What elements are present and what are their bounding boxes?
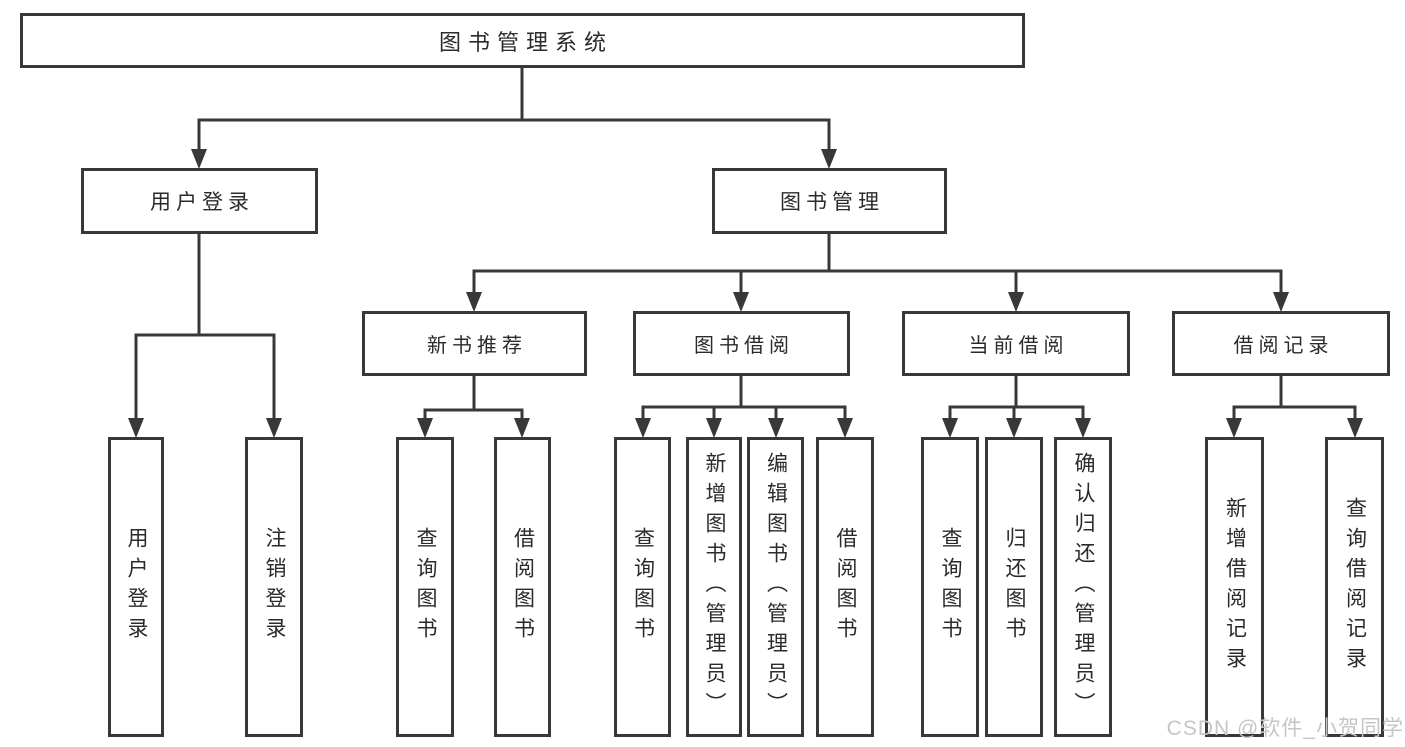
leaf-edit-book-admin: 编辑图书（管理员） <box>747 437 804 737</box>
node-label: 图书管理 <box>780 191 884 214</box>
node-label: 查询借阅记录 <box>1343 497 1367 677</box>
node-book-management: 图书管理 <box>712 168 947 234</box>
node-label: 新增借阅记录 <box>1223 497 1247 677</box>
node-label: 归还图书 <box>1003 527 1026 647</box>
node-label: 用户登录 <box>125 527 148 647</box>
node-user-login: 用户登录 <box>81 168 318 234</box>
leaf-confirm-return-admin: 确认归还（管理员） <box>1054 437 1112 737</box>
node-label: 当前借阅 <box>968 335 1069 357</box>
leaf-query-books-current: 查询图书 <box>921 437 979 737</box>
node-library-management-system: 图书管理系统 <box>20 13 1025 68</box>
node-label: 图书借阅 <box>694 335 794 357</box>
node-label: 查询图书 <box>414 527 437 647</box>
leaf-logout: 注销登录 <box>245 437 303 737</box>
node-label: 确认归还（管理员） <box>1072 452 1095 722</box>
node-label: 借阅记录 <box>1233 335 1334 357</box>
arrowhead-icons <box>128 149 1363 438</box>
leaf-borrow-books-borrowing: 借阅图书 <box>816 437 874 737</box>
node-label: 注销登录 <box>263 527 286 647</box>
node-label: 新增图书（管理员） <box>703 452 726 722</box>
node-label: 查询图书 <box>631 527 655 647</box>
leaf-query-borrow-record: 查询借阅记录 <box>1325 437 1384 737</box>
node-label: 编辑图书（管理员） <box>764 452 788 722</box>
leaf-query-books-recommend: 查询图书 <box>396 437 454 737</box>
leaf-user-login: 用户登录 <box>108 437 164 737</box>
node-label: 借阅图书 <box>834 527 857 647</box>
node-book-borrowing: 图书借阅 <box>633 311 850 376</box>
node-label: 图书管理系统 <box>438 29 613 55</box>
leaf-query-books-borrowing: 查询图书 <box>614 437 671 737</box>
node-label: 查询图书 <box>939 527 962 647</box>
leaf-add-borrow-record: 新增借阅记录 <box>1205 437 1264 737</box>
node-label: 新书推荐 <box>427 335 527 357</box>
node-new-book-recommend: 新书推荐 <box>362 311 587 376</box>
csdn-watermark: CSDN @软件_小贺同学 <box>1166 717 1404 740</box>
leaf-return-book: 归还图书 <box>985 437 1043 737</box>
node-current-borrowing: 当前借阅 <box>902 311 1130 376</box>
node-borrowing-records: 借阅记录 <box>1172 311 1390 376</box>
node-label: 借阅图书 <box>511 527 535 647</box>
node-label: 用户登录 <box>150 191 254 214</box>
leaf-borrow-books-recommend: 借阅图书 <box>494 437 551 737</box>
leaf-add-book-admin: 新增图书（管理员） <box>686 437 742 737</box>
